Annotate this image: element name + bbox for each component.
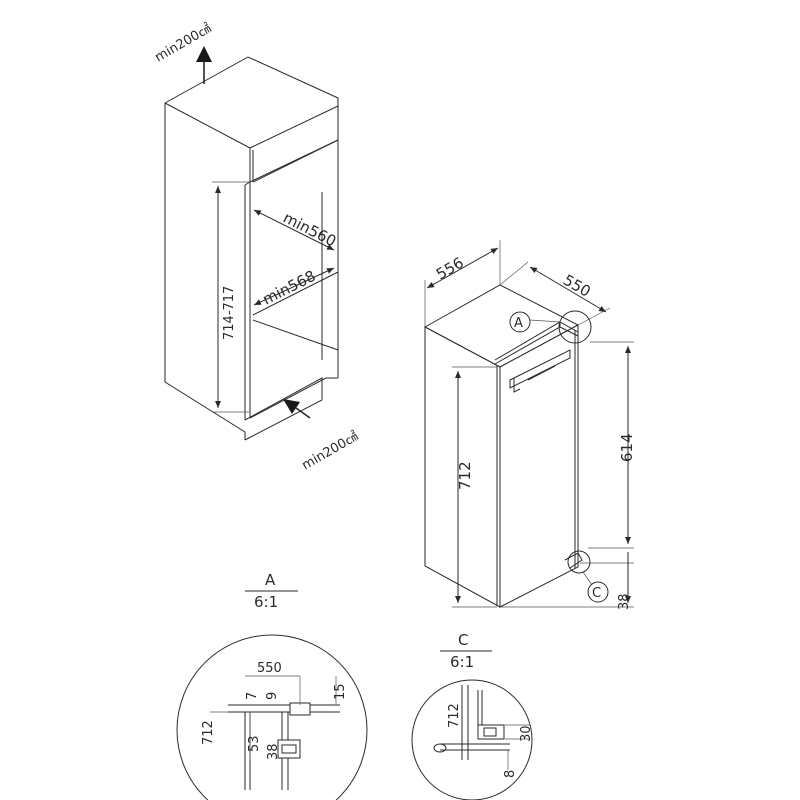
detail-c-title: C: [458, 631, 468, 649]
appliance-height-label: 712: [456, 461, 474, 490]
appliance-drawing: 556 550 712 614 38 A C: [423, 240, 636, 610]
cabinet-height-label: 714-717: [222, 286, 237, 340]
detail-c-dim-712: 712: [447, 703, 462, 728]
detail-a-dim-53: 53: [247, 735, 262, 752]
cabinet-drawing: 714-717 min560 min568 min200㎠ min200㎠: [153, 21, 361, 473]
detail-a-dim-550: 550: [257, 661, 282, 676]
detail-c: C 6:1 712 30 8: [411, 631, 534, 800]
appliance-width-label: 550: [560, 271, 594, 301]
cabinet-width-mid-label: min568: [260, 267, 319, 309]
detail-a-dim-9: 9: [265, 692, 280, 700]
detail-a: A 6:1 550 9 7 15 712 53 38: [176, 571, 368, 800]
callout-c-label: C: [592, 586, 601, 601]
detail-c-scale: 6:1: [450, 653, 474, 671]
detail-a-scale: 6:1: [254, 593, 278, 611]
detail-a-title: A: [265, 571, 276, 589]
detail-a-dim-38: 38: [266, 743, 281, 760]
appliance-door-height-label: 614: [618, 433, 636, 462]
callout-a-label: A: [514, 316, 523, 331]
appliance-bottom-offset-label: 38: [617, 593, 632, 610]
detail-a-dim-712: 712: [201, 720, 216, 745]
detail-c-dim-8: 8: [503, 770, 518, 778]
appliance-depth-label: 556: [433, 254, 467, 284]
detail-a-dim-15: 15: [333, 683, 348, 700]
vent-bottom-arrow-icon: [283, 399, 311, 419]
vent-bottom-label: min200㎠: [300, 429, 361, 473]
cabinet-width-top-label: min560: [280, 209, 339, 251]
detail-a-dim-7: 7: [245, 692, 260, 700]
detail-c-dim-30: 30: [519, 725, 534, 742]
vent-top-arrow-icon: [196, 46, 212, 84]
